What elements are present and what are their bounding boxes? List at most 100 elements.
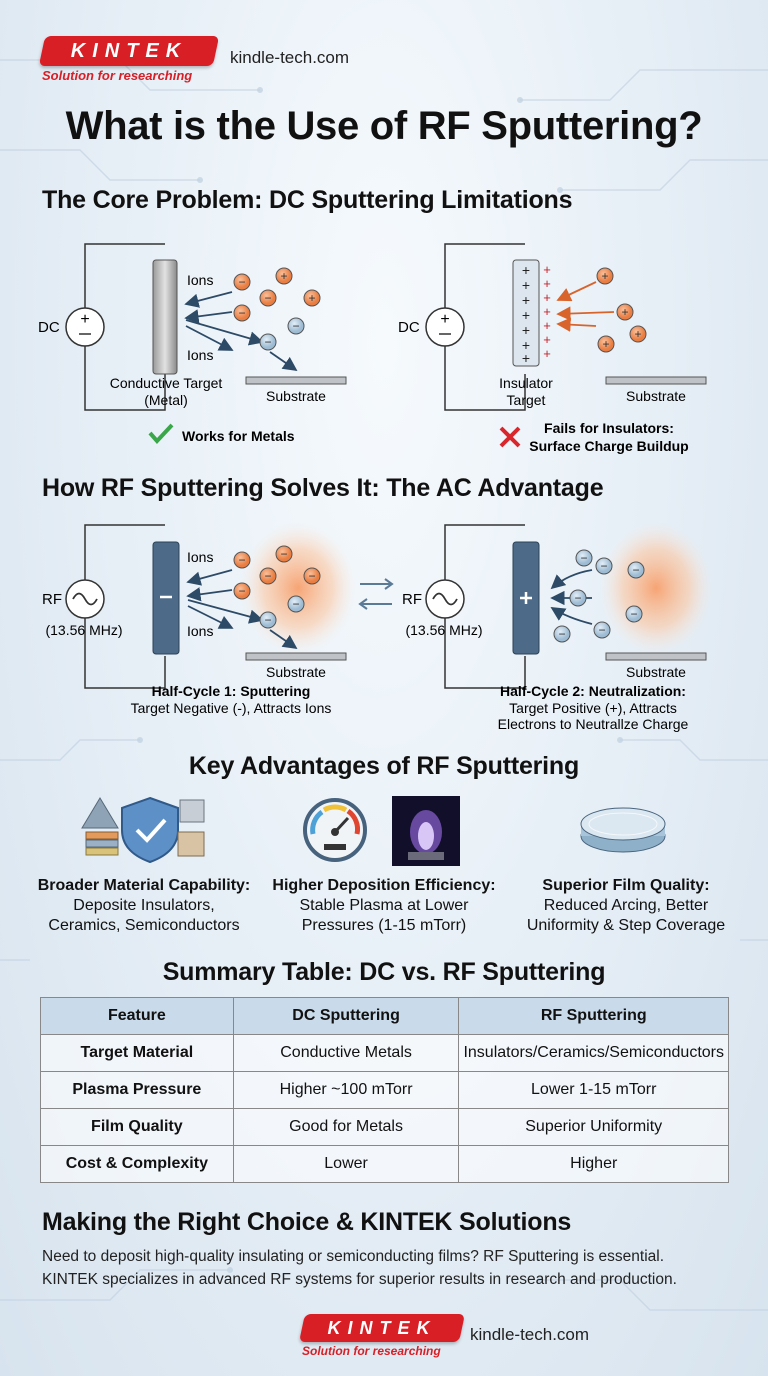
svg-text:−: − — [292, 597, 299, 611]
advantage-2-line2: Pressures (1-15 mTorr) — [301, 917, 467, 934]
substrate-label: Substrate — [626, 388, 686, 404]
frequency-label: (13.56 MHz) — [405, 622, 482, 638]
website-link[interactable]: kindle-tech.com — [230, 48, 350, 67]
summary-table: Feature DC Sputtering RF Sputtering Targ… — [40, 997, 729, 1183]
rf-cell: Lower 1-15 mTorr — [458, 1071, 729, 1109]
advantage-1-title: Broader Material Capability: — [37, 877, 251, 894]
svg-text:+: + — [522, 307, 530, 323]
plasma-glow-icon — [392, 796, 460, 866]
svg-text:+: + — [543, 304, 551, 319]
conclusion-line-2: KINTEK specializes in advanced RF system… — [42, 1271, 677, 1288]
svg-text:+: + — [543, 290, 551, 305]
plasma-glow — [240, 522, 356, 654]
svg-text:−: − — [264, 335, 271, 349]
advantage-2-title: Higher Deposition Efficiency: — [272, 877, 496, 894]
ions-label-bottom: Ions — [187, 623, 213, 639]
dc-source-icon: + — [425, 307, 465, 347]
substrate-label: Substrate — [266, 388, 326, 404]
advantage-3-title: Superior Film Quality: — [542, 877, 710, 894]
svg-text:−: − — [600, 559, 607, 573]
section2-heading: How RF Sputtering Solves It: The AC Adva… — [42, 474, 604, 502]
advantage-1-line2: Ceramics, Semiconductors — [48, 917, 240, 934]
advantages-icons — [81, 796, 666, 866]
logo-tagline: Solution for researching — [42, 68, 193, 83]
page-title: What is the Use of RF Sputtering? — [65, 104, 703, 148]
wafer-disc-icon — [580, 807, 666, 853]
svg-text:+: + — [522, 292, 530, 308]
section5-heading: Making the Right Choice & KINTEK Solutio… — [42, 1208, 572, 1236]
svg-text:+: + — [543, 276, 551, 291]
rf-cell: Higher — [458, 1145, 729, 1183]
svg-text:−: − — [632, 563, 639, 577]
svg-text:+: + — [522, 277, 530, 293]
row-feature: Plasma Pressure — [40, 1071, 234, 1109]
dc-cell: Lower — [232, 1145, 460, 1183]
dc-cell: Higher ~100 mTorr — [232, 1071, 460, 1109]
shield-check-icon — [81, 796, 205, 864]
svg-text:−: − — [558, 627, 565, 641]
svg-text:+: + — [543, 318, 551, 333]
target-label: Conductive Target — [110, 375, 223, 391]
kintek-logo[interactable]: KINTEK Solution for researching — [38, 36, 220, 86]
substrate-label: Substrate — [266, 664, 326, 680]
cross-icon — [499, 426, 521, 448]
rf-source-icon — [65, 579, 105, 619]
svg-text:−: − — [238, 584, 245, 598]
column-header: RF Sputtering — [458, 997, 729, 1035]
logo-tagline: Solution for researching — [302, 1344, 441, 1358]
svg-text:+: + — [601, 269, 608, 283]
column-header: DC Sputtering — [232, 997, 460, 1035]
section3-heading: Key Advantages of RF Sputtering — [188, 752, 580, 780]
svg-text:−: − — [264, 613, 271, 627]
dc-source-icon: + — [65, 307, 105, 347]
row-feature: Cost & Complexity — [40, 1145, 234, 1183]
svg-text:+: + — [543, 332, 551, 347]
fails-for-insulators: Fails for Insulators: — [544, 420, 674, 436]
substrate — [605, 376, 707, 385]
swap-arrows-icon — [358, 578, 394, 610]
ions-label-top: Ions — [187, 272, 213, 288]
svg-text:+: + — [522, 262, 530, 278]
svg-text:+: + — [634, 327, 641, 341]
advantage-3-line1: Reduced Arcing, Better — [543, 897, 709, 914]
half-cycle-2-title: Half-Cycle 2: Neutralization: — [500, 683, 686, 699]
dc-cell: Good for Metals — [232, 1108, 460, 1146]
logo-badge: KINTEK — [299, 1314, 465, 1342]
svg-text:−: − — [238, 275, 245, 289]
advantage-3-line2: Uniformity & Step Coverage — [526, 917, 726, 934]
dc-label: DC — [38, 319, 60, 336]
svg-text:+: + — [308, 291, 315, 305]
svg-text:+: + — [621, 305, 628, 319]
svg-text:+: + — [602, 337, 609, 351]
dc-sputtering-diagram: + DC Ions Ions −+− +−−− Conductive Targe… — [38, 243, 707, 454]
logo-badge: KINTEK — [38, 36, 220, 66]
rf-half-cycle-2: RF (13.56 MHz) −−−− −−− Substrate Half-C… — [402, 522, 712, 732]
svg-text:−: − — [264, 291, 271, 305]
table-header-row: Feature DC Sputtering RF Sputtering — [40, 997, 729, 1035]
rf-cell: Superior Uniformity — [458, 1108, 729, 1146]
check-icon — [148, 423, 174, 444]
svg-text:+: + — [522, 322, 530, 338]
logo-text: KINTEK — [327, 1318, 437, 1338]
rf-source-icon — [425, 579, 465, 619]
column-header: Feature — [40, 997, 234, 1035]
dc-cell: Conductive Metals — [232, 1034, 460, 1072]
insulator-target — [512, 259, 540, 367]
section4-heading: Summary Table: DC vs. RF Sputtering — [162, 958, 606, 986]
svg-text:−: − — [598, 623, 605, 637]
frequency-label: (13.56 MHz) — [45, 622, 122, 638]
footer-kintek-logo[interactable]: KINTEK Solution for researching — [299, 1314, 465, 1362]
half-cycle-2-text-1: Target Positive (+), Attracts — [509, 700, 677, 716]
plasma-glow — [600, 522, 712, 654]
svg-text:+: + — [522, 350, 530, 366]
rf-half-cycle-1: RF (13.56 MHz) Ions Ions −−− −−−− Substr… — [42, 522, 356, 716]
rf-cell: Insulators/Ceramics/Semiconductors — [458, 1034, 729, 1072]
footer-website-link[interactable]: kindle-tech.com — [470, 1325, 590, 1344]
svg-text:+: + — [440, 311, 449, 328]
svg-text:+: + — [543, 346, 551, 361]
svg-text:+: + — [280, 269, 287, 283]
target-label-sub: Target — [507, 392, 546, 408]
target-label-sub: (Metal) — [144, 392, 188, 408]
works-for-metals: Works for Metals — [182, 428, 295, 444]
